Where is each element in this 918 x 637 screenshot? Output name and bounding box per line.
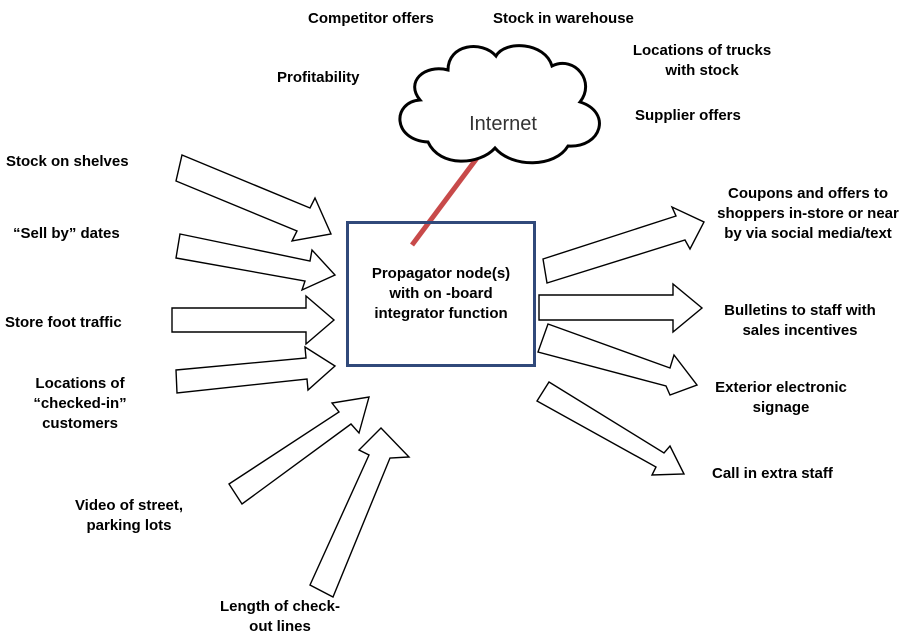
arrow-checkout-lines	[309, 427, 411, 598]
arrow-video-street	[228, 396, 370, 506]
label-profitability: Profitability	[277, 69, 360, 86]
label-truck-locations: Locations of trucks with stock	[632, 42, 772, 79]
label-supplier-offers: Supplier offers	[635, 107, 741, 124]
internet-cloud: Internet	[398, 44, 601, 165]
label-competitor-offers: Competitor offers	[308, 10, 434, 27]
label-stock-in-warehouse: Stock in warehouse	[493, 10, 634, 27]
arrow-checked-in-customers	[175, 345, 337, 394]
arrow-sell-by-dates	[175, 233, 337, 292]
label-signage: Exterior electronic signage	[715, 379, 847, 416]
label-sell-by-dates: “Sell by” dates	[13, 225, 120, 242]
label-checked-in-customers: Locations of “checked-in” customers	[33, 375, 127, 432]
arrow-stock-on-shelves	[175, 154, 333, 242]
propagator-node-box: Propagator node(s) with on -board integr…	[346, 221, 536, 367]
label-bulletins: Bulletins to staff with sales incentives	[724, 302, 876, 339]
label-stock-on-shelves: Stock on shelves	[6, 153, 129, 170]
arrow-extra-staff	[536, 381, 686, 476]
propagator-node-label: Propagator node(s) with on -board integr…	[372, 264, 510, 324]
arrow-store-foot-traffic	[171, 294, 336, 346]
label-coupons: Coupons and offers to shoppers in-store …	[717, 185, 899, 242]
propagator-node-line: with on -board	[389, 285, 493, 302]
arrow-signage	[537, 323, 699, 396]
arrow-bulletins	[538, 282, 704, 334]
label-store-foot-traffic: Store foot traffic	[5, 314, 122, 331]
label-checkout-lines: Length of check- out lines	[219, 598, 340, 635]
arrow-coupons	[542, 205, 705, 284]
propagator-node-line: integrator function	[374, 305, 508, 322]
internet-cloud-label: Internet	[469, 113, 537, 135]
label-video-street: Video of street, parking lots	[74, 497, 184, 534]
label-extra-staff: Call in extra staff	[712, 465, 833, 482]
propagator-node-line: Propagator node(s)	[371, 265, 511, 282]
